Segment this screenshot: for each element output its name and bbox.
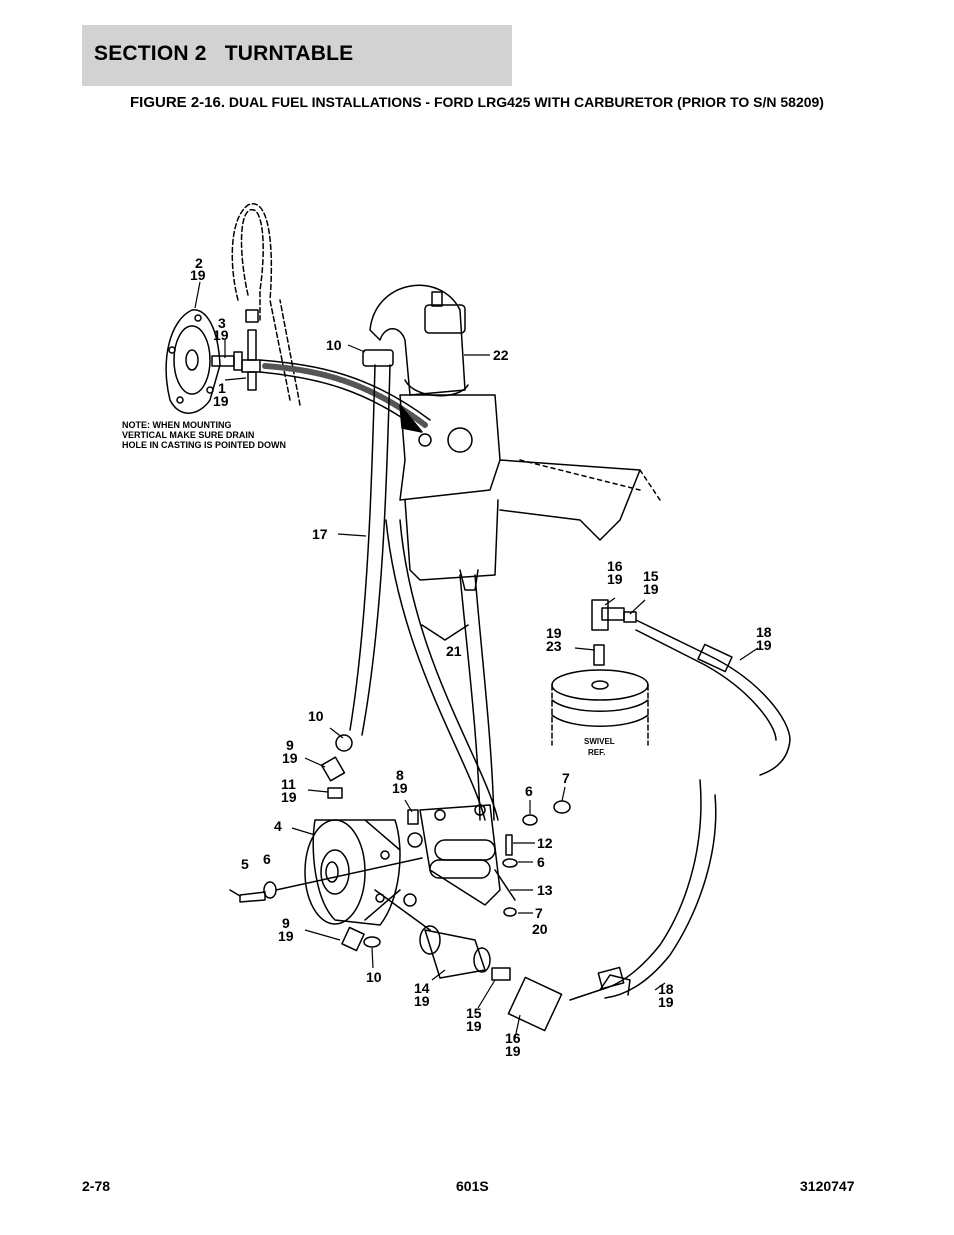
callout-11-19-b: 19	[281, 789, 297, 805]
callout-18-19-top-a: 18	[756, 624, 772, 640]
callout-19-23-b: 23	[546, 638, 562, 654]
callout-3-19-b: 19	[213, 327, 229, 343]
hose-18-top	[635, 619, 791, 776]
callout-18-19-bot-a: 18	[658, 981, 674, 997]
callout-6-c: 6	[263, 851, 271, 867]
callout-13: 13	[537, 882, 553, 898]
callout-10-top: 10	[326, 337, 342, 353]
callout-16-19-top-b: 19	[607, 571, 623, 587]
callout-22: 22	[493, 347, 509, 363]
dashed-hose-loop	[240, 209, 264, 321]
callout-7-20-b: 20	[532, 921, 548, 937]
callout-9-19-bot-b: 19	[278, 928, 294, 944]
callout-9-19-top-a: 9	[286, 737, 294, 753]
footer-model: 601S	[456, 1178, 489, 1194]
callout-10-mid: 10	[308, 708, 324, 724]
swivel-ref-label: REF.	[588, 748, 605, 757]
pump-assembly	[304, 819, 423, 926]
mounting-bracket	[419, 804, 516, 906]
callout-10-bot: 10	[366, 969, 382, 985]
section-title: SECTION 2 TURNTABLE	[94, 42, 354, 65]
callout-19-23-a: 19	[546, 625, 562, 641]
callout-5: 5	[241, 856, 249, 872]
callout-2-19-a: 2	[195, 255, 203, 271]
note-line-3: HOLE IN CASTING IS POINTED DOWN	[122, 440, 286, 450]
callout-16-19-bot-a: 16	[505, 1030, 521, 1046]
callout-17: 17	[312, 526, 328, 542]
callout-11-19-a: 11	[281, 776, 296, 792]
hose-17	[335, 349, 394, 752]
callout-3-19-a: 3	[218, 315, 226, 331]
callout-15-19-top-b: 19	[643, 581, 659, 597]
swivel-fitting	[591, 599, 637, 631]
tee-fitting	[211, 309, 261, 391]
callout-7-20-a: 7	[535, 905, 543, 921]
swivel-label: SWIVEL	[584, 737, 615, 746]
hose-21	[385, 519, 499, 821]
callout-9-19-bot-a: 9	[282, 915, 290, 931]
callout-16-19-top-a: 16	[607, 558, 623, 574]
callout-14-19-b: 19	[414, 993, 430, 1009]
callout-18-19-top-b: 19	[756, 637, 772, 653]
callout-12: 12	[537, 835, 553, 851]
callout-15-19-bot-a: 15	[466, 1005, 482, 1021]
note-line-1: NOTE: WHEN MOUNTING	[122, 420, 232, 430]
callout-15-19-top-a: 15	[643, 568, 659, 584]
callout-2-19-b: 19	[190, 267, 206, 283]
callout-6-a: 6	[525, 783, 533, 799]
carburetor-assembly	[369, 284, 661, 591]
regulator-cover	[165, 309, 221, 414]
footer-page-number: 2-78	[82, 1178, 111, 1194]
callout-15-19-bot-b: 19	[466, 1018, 482, 1034]
footer-doc-number: 3120747	[800, 1178, 855, 1194]
parts-diagram: 2 19 3 19 1 19 10 22 17 21 16 19 15 19 1…	[122, 203, 791, 1059]
figure-title: FIGURE 2-16. DUAL FUEL INSTALLATIONS - F…	[86, 92, 868, 113]
swivel-reference	[551, 644, 649, 746]
callout-9-19-top-b: 19	[282, 750, 298, 766]
callout-14-19-a: 14	[414, 980, 430, 996]
callout-8-19-b: 19	[392, 780, 408, 796]
figure-caption: DUAL FUEL INSTALLATIONS - FORD LRG425 WI…	[228, 94, 824, 110]
callout-7-a: 7	[562, 770, 570, 786]
figure-label: FIGURE 2-16.	[130, 94, 226, 111]
note-line-2: VERTICAL MAKE SURE DRAIN	[122, 430, 254, 440]
callout-1-19-a: 1	[218, 380, 226, 396]
callout-1-19-b: 19	[213, 393, 229, 409]
callout-16-19-bot-b: 19	[505, 1043, 521, 1059]
fuel-filter	[419, 925, 491, 979]
callout-6-b: 6	[537, 854, 545, 870]
callout-18-19-bot-b: 19	[658, 994, 674, 1010]
callout-4: 4	[274, 818, 282, 834]
callout-21: 21	[446, 643, 462, 659]
callout-8-19-a: 8	[396, 767, 404, 783]
section-header: SECTION 2 TURNTABLE	[82, 25, 512, 86]
